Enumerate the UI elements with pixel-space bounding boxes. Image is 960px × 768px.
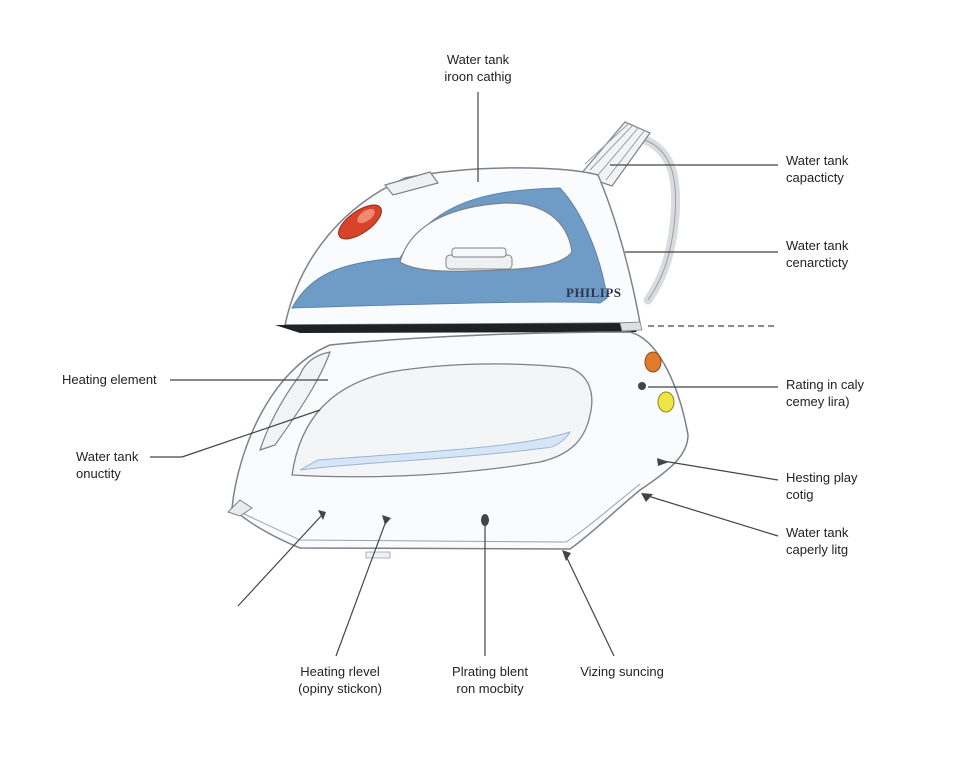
indicator-lights: [638, 351, 675, 413]
base-station: [227, 331, 689, 559]
arrowhead: [318, 510, 326, 520]
label-bottom-right: Vizing suncing: [580, 664, 664, 679]
brand-logo: PHILIPS: [566, 285, 622, 300]
heating-channel: [299, 431, 572, 471]
soleplate: [275, 323, 640, 333]
pointer-dot: [481, 514, 489, 526]
handle-opening: [399, 202, 573, 272]
arrowhead: [382, 515, 391, 525]
steam-button: [383, 171, 439, 196]
indicator-switch: [638, 382, 646, 390]
label-left-1: Heating element: [62, 372, 157, 387]
iron-upper: PHILIPS: [275, 121, 681, 333]
water-tank-cap: [445, 247, 513, 270]
base-side-grip: [259, 351, 331, 451]
arrowhead: [641, 493, 653, 502]
red-dial: [338, 204, 382, 240]
arrowhead: [562, 550, 571, 561]
indicator-yellow: [657, 391, 675, 413]
indicator-orange: [644, 351, 662, 373]
leader-lines: [150, 92, 779, 657]
label-bottom-left: Heating rlevel(opiny stickon): [298, 664, 382, 696]
power-cord: [640, 135, 681, 305]
leader-markers: [318, 458, 669, 561]
arrowhead: [657, 458, 669, 466]
